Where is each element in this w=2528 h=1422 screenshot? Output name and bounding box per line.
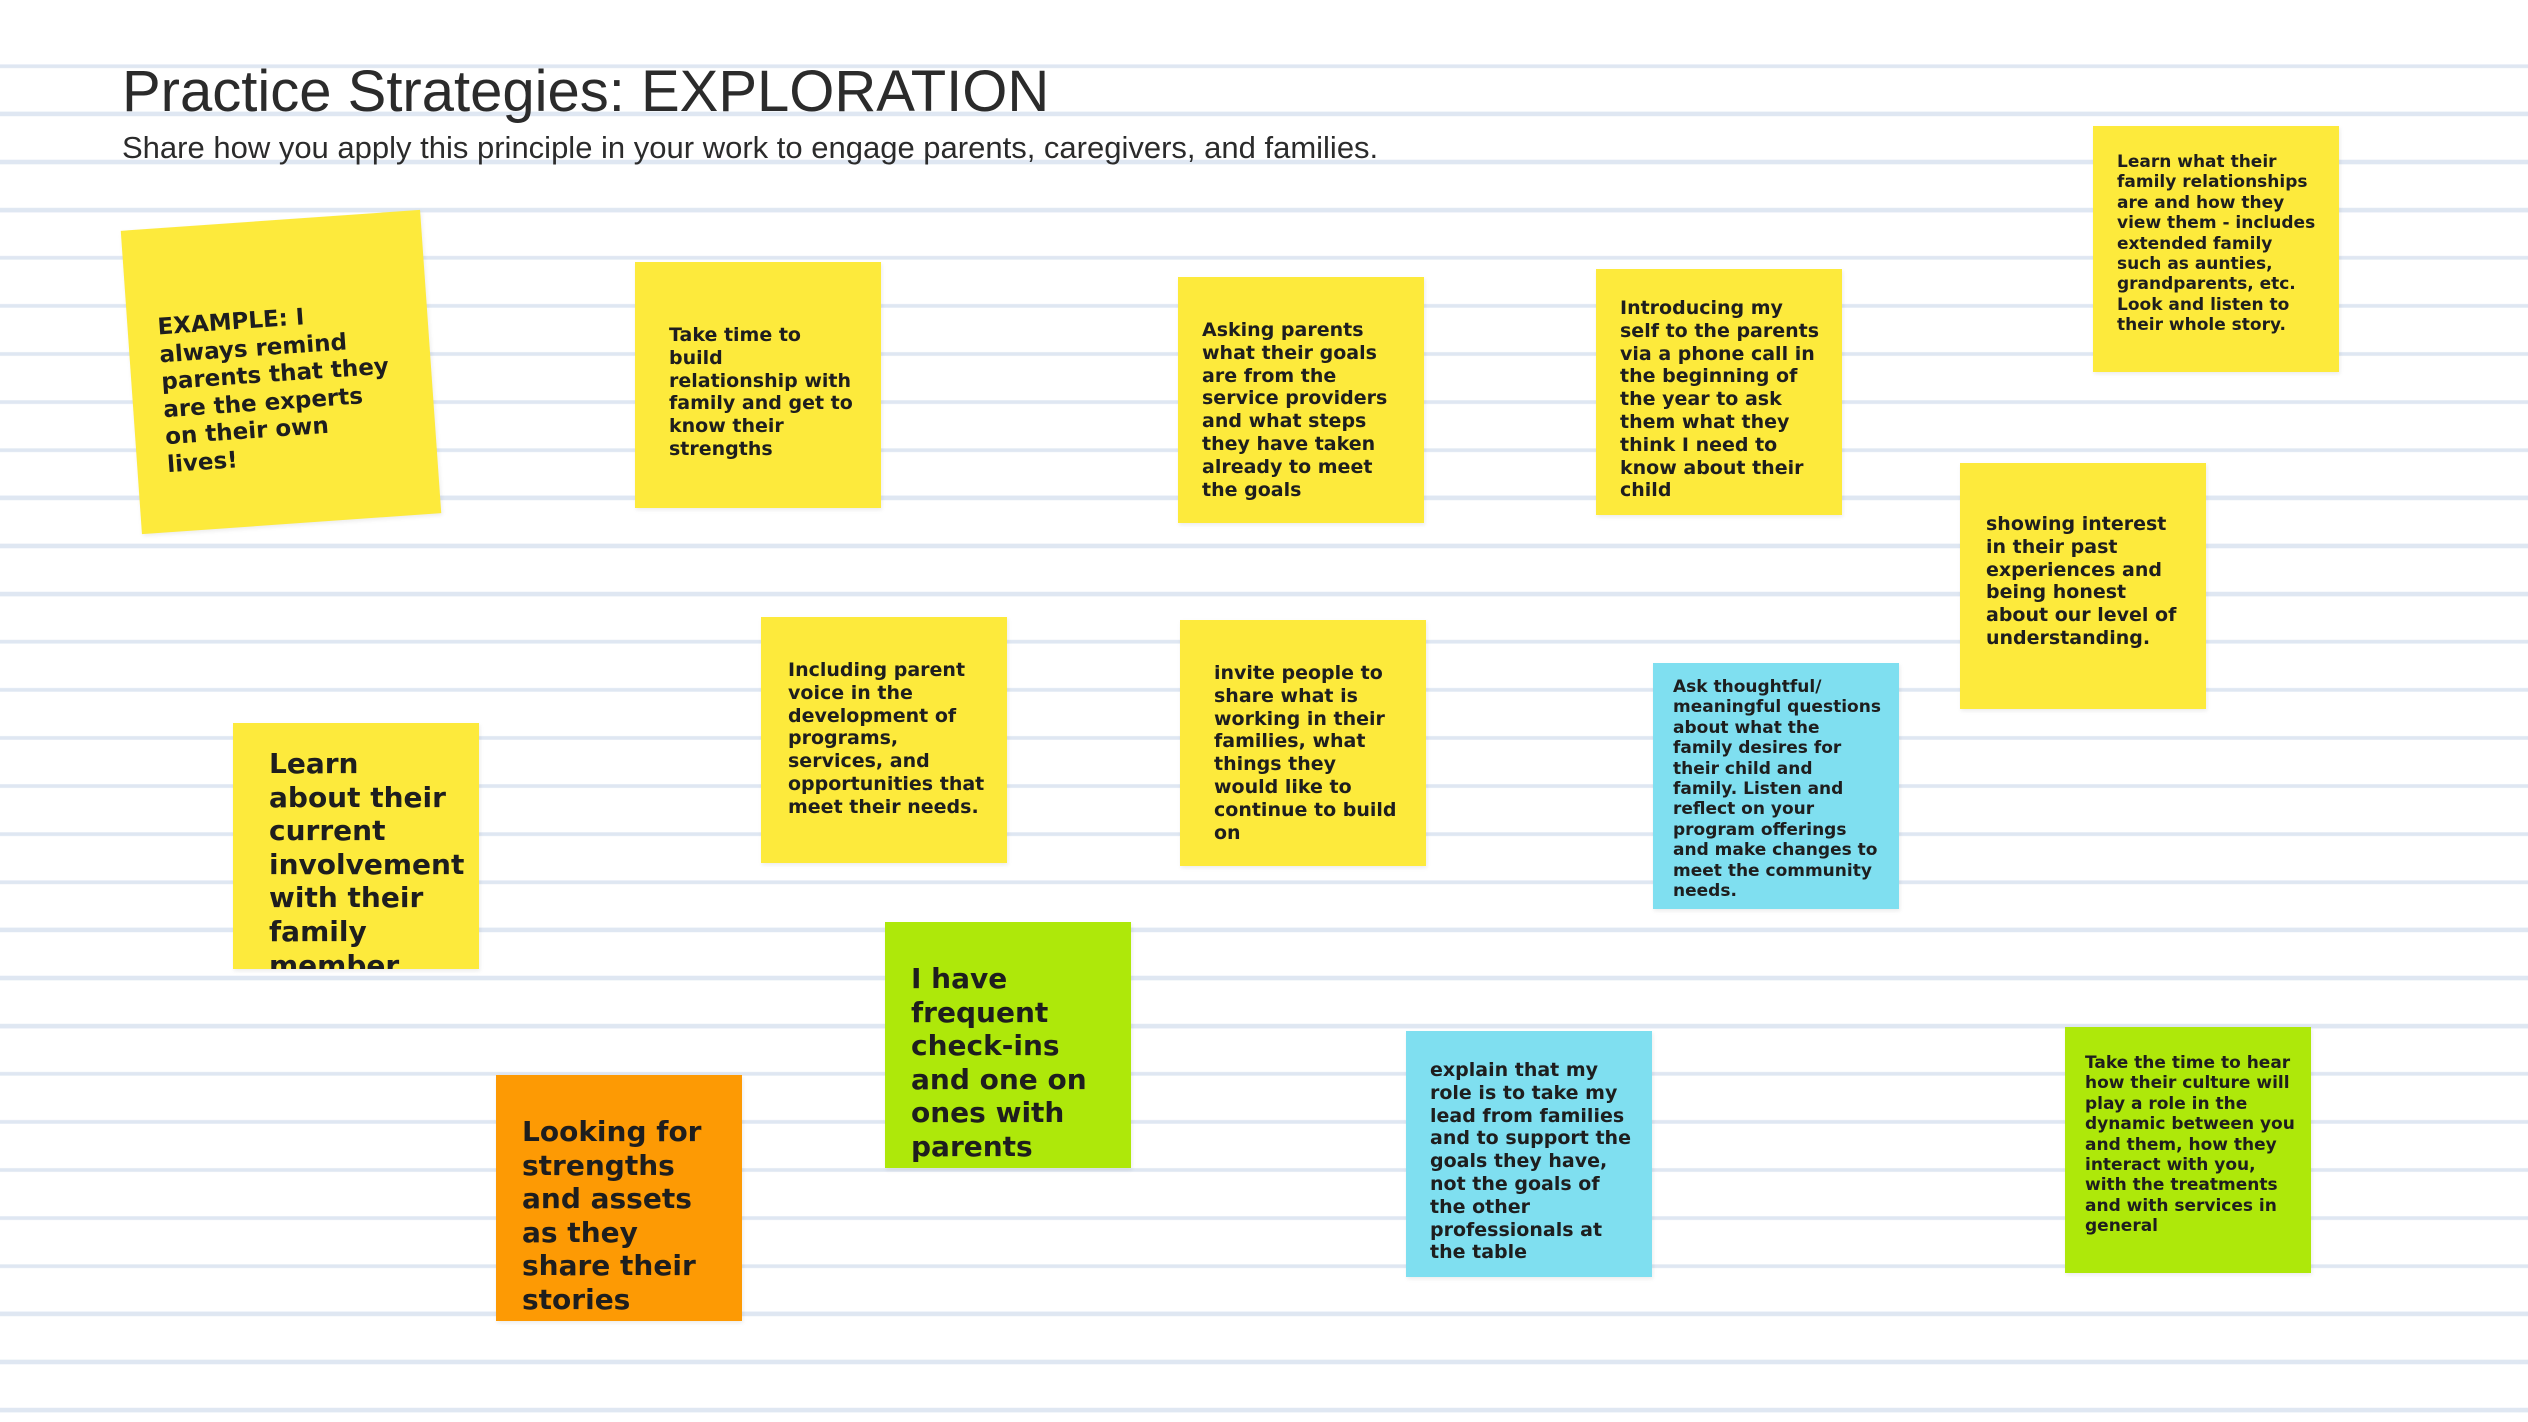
sticky-note[interactable]: Take time to build relationship with fam… — [635, 262, 881, 508]
sticky-note-text: EXAMPLE: I always remind parents that th… — [156, 304, 390, 479]
sticky-note-text: showing interest in their past experienc… — [1986, 513, 2177, 649]
sticky-note[interactable]: explain that my role is to take my lead … — [1406, 1031, 1652, 1277]
page-subtitle: Share how you apply this principle in yo… — [122, 130, 1379, 165]
page-title: Practice Strategies: EXPLORATION — [122, 59, 1050, 124]
sticky-note[interactable]: Looking for strengths and assets as they… — [496, 1075, 742, 1321]
sticky-note[interactable]: Including parent voice in the developmen… — [761, 617, 1007, 863]
sticky-note-text: invite people to share what is working i… — [1214, 662, 1397, 844]
sticky-note-example[interactable]: EXAMPLE: I always remind parents that th… — [120, 209, 442, 535]
sticky-note[interactable]: showing interest in their past experienc… — [1960, 463, 2206, 709]
sticky-note-text: Learn about their current involvement wi… — [269, 747, 465, 969]
sticky-note-text: Including parent voice in the developmen… — [788, 659, 985, 818]
sticky-note-text: Learn what their family relationships ar… — [2117, 152, 2316, 336]
sticky-note[interactable]: Learn about their current involvement wi… — [233, 723, 479, 969]
sticky-note-text: Looking for strengths and assets as they… — [522, 1115, 702, 1316]
sticky-note-text: Take the time to hear how their culture … — [2085, 1053, 2295, 1237]
sticky-note[interactable]: Learn what their family relationships ar… — [2093, 126, 2339, 372]
sticky-note[interactable]: Introducing my self to the parents via a… — [1596, 269, 1842, 515]
sticky-note-text: explain that my role is to take my lead … — [1430, 1059, 1631, 1264]
sticky-note[interactable]: Ask thoughtful/ meaningful questions abo… — [1653, 663, 1899, 909]
sticky-note[interactable]: Take the time to hear how their culture … — [2065, 1027, 2311, 1273]
sticky-note[interactable]: I have frequent check-ins and one on one… — [885, 922, 1131, 1168]
sticky-note-text: I have frequent check-ins and one on one… — [911, 962, 1087, 1163]
sticky-note-text: Ask thoughtful/ meaningful questions abo… — [1673, 677, 1881, 901]
sticky-note[interactable]: invite people to share what is working i… — [1180, 620, 1426, 866]
sticky-note-text: Introducing my self to the parents via a… — [1620, 297, 1820, 502]
sticky-note[interactable]: Asking parents what their goals are from… — [1178, 277, 1424, 523]
sticky-note-text: Take time to build relationship with fam… — [669, 324, 853, 460]
sticky-note-text: Asking parents what their goals are from… — [1202, 319, 1388, 501]
